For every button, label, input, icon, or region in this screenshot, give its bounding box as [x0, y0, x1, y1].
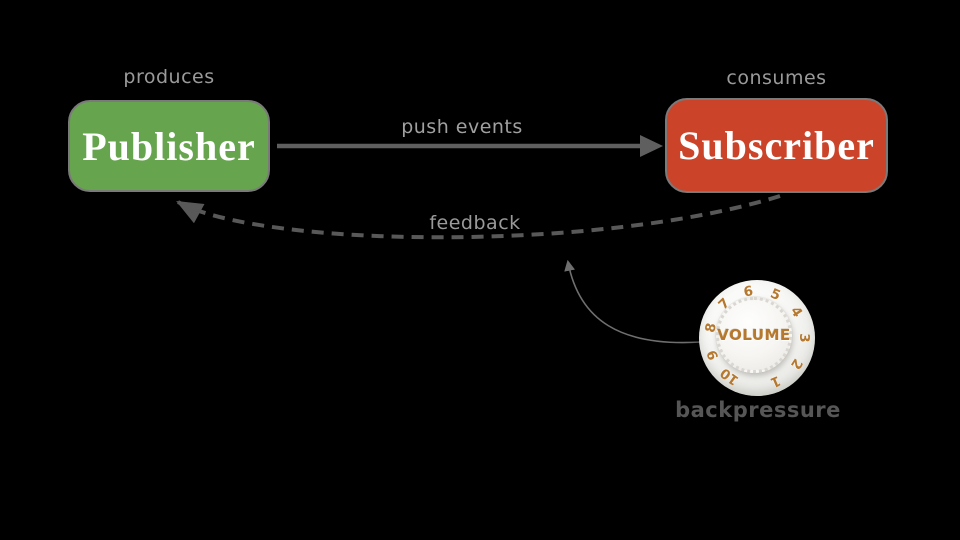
knob-number: 2: [786, 355, 806, 373]
subscriber-box: Subscriber: [665, 98, 888, 193]
feedback-label: feedback: [429, 212, 521, 234]
produces-caption: produces: [123, 66, 215, 88]
push-events-label: push events: [401, 116, 523, 138]
push-events-arrow: [277, 135, 663, 157]
publisher-label: Publisher: [82, 123, 256, 169]
publisher-box: Publisher: [68, 100, 270, 192]
knob-number: 3: [796, 333, 812, 343]
knob-number: 4: [786, 303, 806, 321]
knob-number: 1: [767, 372, 783, 391]
knob-connector-line: [564, 259, 702, 344]
consumes-caption: consumes: [726, 67, 827, 89]
volume-label: VOLUME: [717, 326, 791, 344]
subscriber-label: Subscriber: [678, 123, 875, 168]
knob-inner-disc: VOLUME: [716, 297, 792, 373]
backpressure-label: backpressure: [675, 398, 841, 422]
